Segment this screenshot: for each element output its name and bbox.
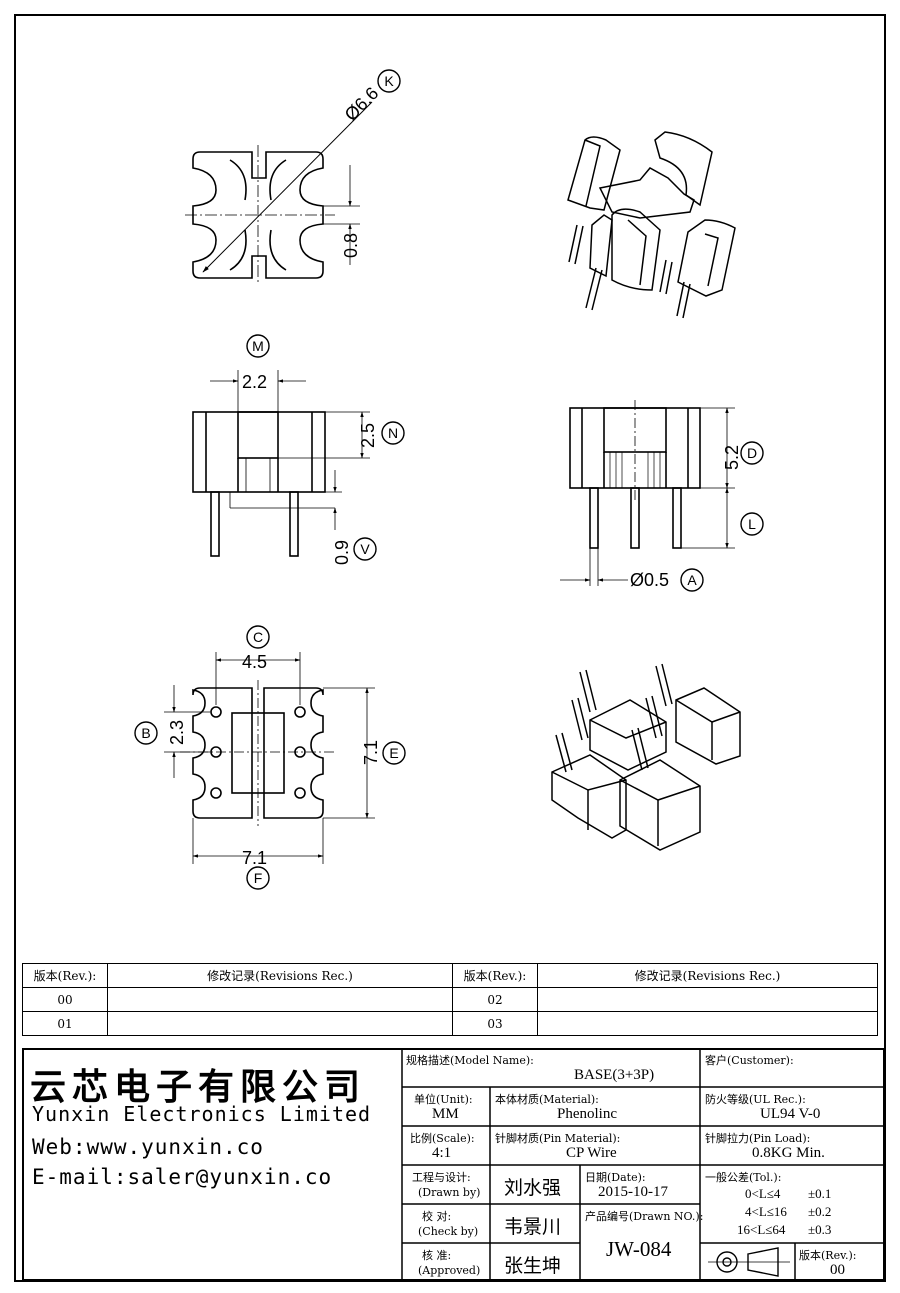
dim-e: 7.1 <box>361 740 381 765</box>
dim-k: Ø6.6 <box>341 83 383 125</box>
rev-value: 00 <box>830 1262 845 1278</box>
model-label: 规格描述(Model Name): <box>406 1054 534 1067</box>
dim-a: Ø0.5 <box>630 570 669 590</box>
pin-material-label: 针脚材质(Pin Material): <box>495 1132 621 1145</box>
scale-label: 比例(Scale): <box>410 1132 475 1145</box>
table-row: 00 02 <box>22 987 878 1012</box>
drawn-no-value: JW-084 <box>606 1237 672 1261</box>
scale-value: 4:1 <box>432 1145 452 1161</box>
callout-c: C <box>253 629 263 645</box>
rev-header-right: 版本(Rev.): <box>452 963 538 988</box>
company-website: Web:www.yunxin.co <box>32 1135 264 1159</box>
tolerance-range: 4<L≤16 <box>745 1204 787 1219</box>
pin-load-value: 0.8KG Min. <box>752 1145 825 1161</box>
approved-label: 核 准: <box>422 1249 452 1262</box>
front-view <box>192 370 370 557</box>
dim-v: 0.9 <box>332 540 352 565</box>
rec-header-right: 修改记录(Revisions Rec.) <box>537 963 878 988</box>
material-label: 本体材质(Material): <box>495 1093 599 1106</box>
drawn-by-label-en: (Drawn by) <box>418 1186 481 1199</box>
date-label: 日期(Date): <box>585 1171 646 1184</box>
dim-b: 2.3 <box>167 720 187 745</box>
drawing-sheet-border <box>14 14 886 1282</box>
ul-label: 防火等级(UL Rec.): <box>705 1093 806 1106</box>
unit-value: MM <box>432 1106 459 1122</box>
check-by-label: 校 对: <box>422 1210 452 1223</box>
callout-circles <box>134 69 764 890</box>
tolerance-value: ±0.3 <box>808 1222 832 1237</box>
dim-f: 7.1 <box>242 848 267 868</box>
tolerance-range: 0<L≤4 <box>745 1186 781 1201</box>
dim-d: 5.2 <box>722 445 742 470</box>
tolerance-value: ±0.1 <box>808 1186 832 1201</box>
rec-cell <box>537 987 878 1012</box>
callout-d: D <box>747 445 757 461</box>
customer-label: 客户(Customer): <box>705 1054 794 1067</box>
drawn-by-value: 刘水强 <box>504 1177 562 1199</box>
dim-c: 4.5 <box>242 652 267 672</box>
rev-label: 版本(Rev.): <box>799 1249 857 1262</box>
pin-load-label: 针脚拉力(Pin Load): <box>705 1132 811 1145</box>
check-by-label-en: (Check by) <box>418 1225 479 1238</box>
rev-cell: 01 <box>22 1011 108 1036</box>
dim-k-small: 0.8 <box>341 233 361 258</box>
bottom-view <box>164 652 375 864</box>
callout-m: M <box>252 338 264 354</box>
callout-e: E <box>389 745 398 761</box>
revision-header-row: 版本(Rev.): 修改记录(Revisions Rec.) 版本(Rev.):… <box>22 963 878 988</box>
technical-drawing: K M N V D L A C B E F Ø6.6 0.8 2.2 2.5 0… <box>134 69 764 890</box>
tolerance-range: 16<L≤64 <box>737 1222 786 1237</box>
isometric-view-bottom <box>551 663 741 851</box>
approved-value: 张生坤 <box>504 1255 562 1277</box>
rec-cell <box>107 987 453 1012</box>
callout-v: V <box>360 541 370 557</box>
tolerance-value: ±0.2 <box>808 1204 832 1219</box>
side-view <box>560 400 735 586</box>
table-row: 01 03 <box>22 1011 878 1036</box>
tolerance-label: 一般公差(Tol.): <box>705 1171 782 1184</box>
drawn-by-label: 工程与设计: <box>412 1171 471 1184</box>
drawn-no-label: 产品编号(Drawn NO.): <box>585 1210 704 1223</box>
callout-b: B <box>141 725 150 741</box>
rev-cell: 03 <box>452 1011 538 1036</box>
rec-header-left: 修改记录(Revisions Rec.) <box>107 963 453 988</box>
rec-cell <box>537 1011 878 1036</box>
pin-material-value: CP Wire <box>566 1145 617 1161</box>
rev-cell: 02 <box>452 987 538 1012</box>
approved-label-en: (Approved) <box>418 1264 481 1277</box>
callout-l: L <box>748 516 756 532</box>
dim-n: 2.5 <box>358 423 378 448</box>
isometric-view-top <box>567 131 736 319</box>
rev-header-left: 版本(Rev.): <box>22 963 108 988</box>
callout-k: K <box>384 73 394 89</box>
company-name-cn: 云芯电子有限公司 <box>30 1067 367 1108</box>
top-view <box>185 101 373 285</box>
rev-cell: 00 <box>22 987 108 1012</box>
company-email: E-mail:saler@yunxin.co <box>32 1165 333 1189</box>
callout-n: N <box>388 425 398 441</box>
material-value: Phenolinc <box>557 1106 617 1122</box>
callout-a: A <box>687 572 697 588</box>
ul-value: UL94 V-0 <box>760 1106 821 1122</box>
rec-cell <box>107 1011 453 1036</box>
check-by-value: 韦景川 <box>504 1216 562 1238</box>
dim-m: 2.2 <box>242 372 267 392</box>
model-value: BASE(3+3P) <box>574 1067 655 1083</box>
revision-table: 版本(Rev.): 修改记录(Revisions Rec.) 版本(Rev.):… <box>22 963 878 1036</box>
callout-f: F <box>254 870 263 886</box>
unit-label: 单位(Unit): <box>414 1093 473 1106</box>
company-name-en: Yunxin Electronics Limited <box>32 1102 372 1126</box>
date-value: 2015-10-17 <box>598 1184 668 1200</box>
